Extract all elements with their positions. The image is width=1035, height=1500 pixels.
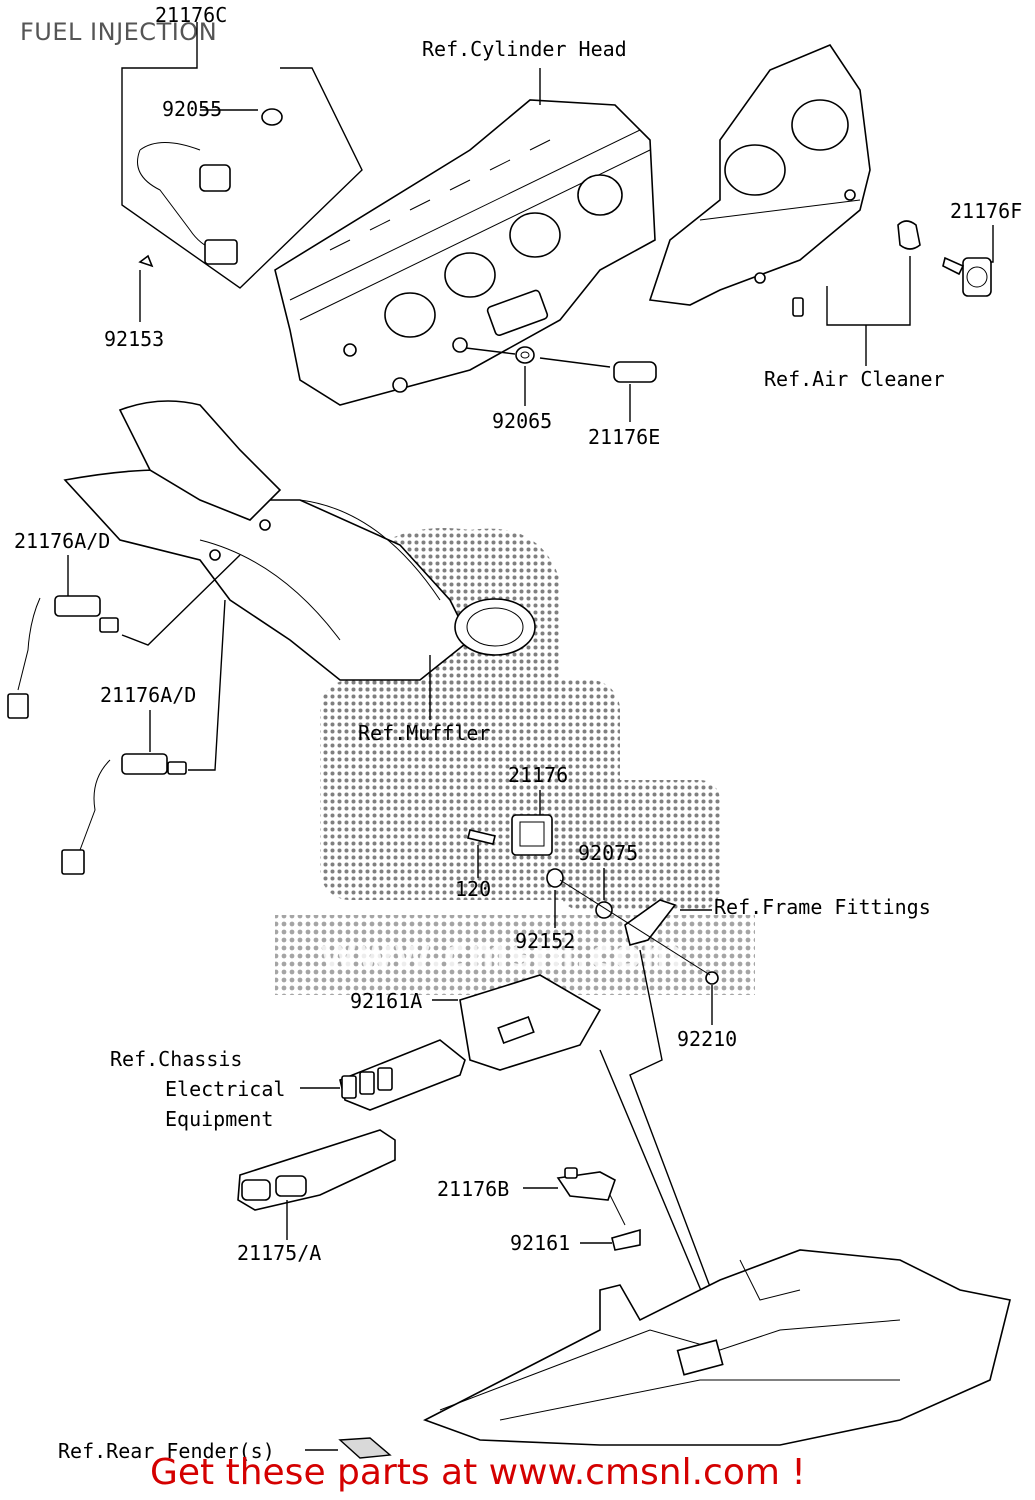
air-cleaner (648, 44, 871, 317)
label-21176B: 21176B (437, 1177, 509, 1201)
label-21175A: 21175/A (237, 1241, 321, 1265)
label-92161A: 92161A (350, 989, 422, 1013)
label-ref-chassis-line2: Electrical (165, 1077, 285, 1101)
label-21176: 21176 (508, 763, 568, 787)
label-21176F: 21176F (950, 199, 1022, 223)
label-ref-rear-fender: Ref.Rear Fender(s) (58, 1439, 275, 1463)
label-ref-cylinder-head: Ref.Cylinder Head (422, 37, 627, 61)
label-ref-chassis-line3: Equipment (165, 1107, 273, 1131)
label-21176AD-1: 21176A/D (14, 529, 110, 553)
label-92075: 92075 (578, 841, 638, 865)
rear-fender (305, 1249, 1011, 1459)
label-92065: 92065 (492, 409, 552, 433)
label-21176AD-2: 21176A/D (100, 683, 196, 707)
page-title: FUEL INJECTION (20, 18, 218, 46)
cylinder-head (274, 99, 656, 406)
label-ref-air-cleaner: Ref.Air Cleaner (764, 367, 945, 391)
oxygen-sensor-2 (61, 599, 226, 875)
sensor-21176 (467, 790, 719, 1301)
label-92055: 92055 (162, 97, 222, 121)
label-120: 120 (455, 877, 491, 901)
sensor-21176B (523, 1167, 641, 1251)
label-21176C: 21176C (155, 3, 227, 27)
watermark-url: www.cmsnl.com (320, 932, 683, 978)
label-92153: 92153 (104, 327, 164, 351)
chassis-ecu-connectors (300, 1039, 466, 1111)
label-21176E: 21176E (588, 425, 660, 449)
muffler (63, 400, 536, 720)
label-92210: 92210 (677, 1027, 737, 1051)
label-92152: 92152 (515, 929, 575, 953)
ecu-21175A (237, 1129, 396, 1240)
footer-link[interactable]: Get these parts at www.cmsnl.com ! (150, 1452, 806, 1493)
label-ref-chassis-line1: Ref.Chassis (110, 1047, 242, 1071)
sensor-21176C-group (121, 22, 363, 289)
sensor-21176E (465, 346, 657, 422)
sensor-21176F (826, 220, 994, 366)
label-92161: 92161 (510, 1231, 570, 1255)
label-ref-frame-fittings: Ref.Frame Fittings (714, 895, 931, 919)
label-ref-muffler: Ref.Muffler (358, 721, 490, 745)
bracket-92161A (432, 974, 706, 1301)
oxygen-sensor-1 (7, 554, 241, 719)
